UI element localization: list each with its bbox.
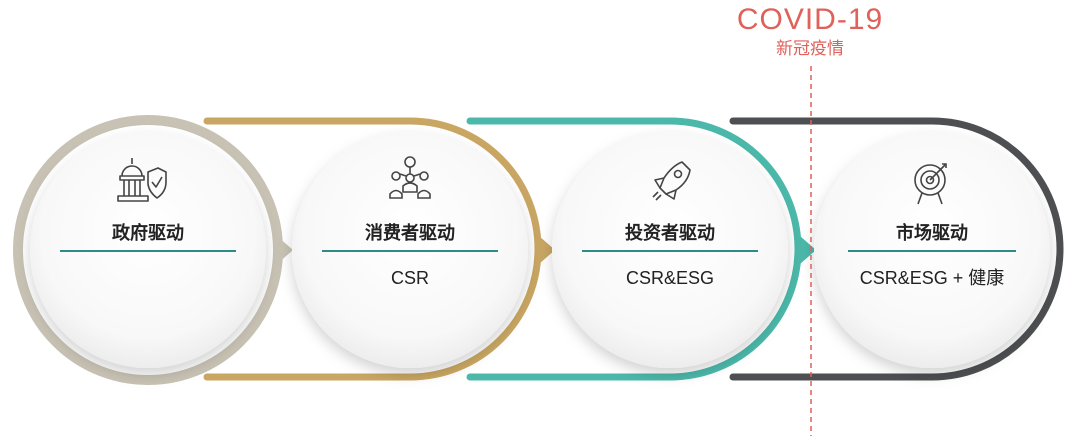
connector-gold <box>203 117 542 381</box>
target-icon <box>914 163 947 205</box>
covid-title: COVID-19 <box>736 3 884 36</box>
arrow-pointer-3 <box>800 236 816 264</box>
arrow-pointer-1 <box>277 236 293 264</box>
stage-divider-1 <box>60 250 236 252</box>
stage-sub-3: CSR&ESG <box>625 268 715 288</box>
stage-label-4: 市场驱动 <box>896 223 968 244</box>
connector-dark <box>729 117 1064 381</box>
covid-subtitle: 新冠疫情 <box>776 39 844 59</box>
stage-label-1: 政府驱动 <box>112 223 184 244</box>
rocket-icon <box>652 161 691 201</box>
connector-teal <box>466 117 802 381</box>
people-network-icon <box>389 156 431 199</box>
capitol-shield-icon <box>117 158 167 202</box>
stage-label-2: 消费者驱动 <box>365 223 455 244</box>
stage-label-3: 投资者驱动 <box>625 223 715 244</box>
arrow-pointer-2 <box>539 236 555 264</box>
stage-divider-3 <box>582 250 758 252</box>
stage-divider-2 <box>322 250 498 252</box>
stage-sub-4: CSR&ESG + 健康 <box>859 268 1005 288</box>
stage-divider-4 <box>848 250 1016 252</box>
stage-sub-2: CSR <box>390 268 429 288</box>
